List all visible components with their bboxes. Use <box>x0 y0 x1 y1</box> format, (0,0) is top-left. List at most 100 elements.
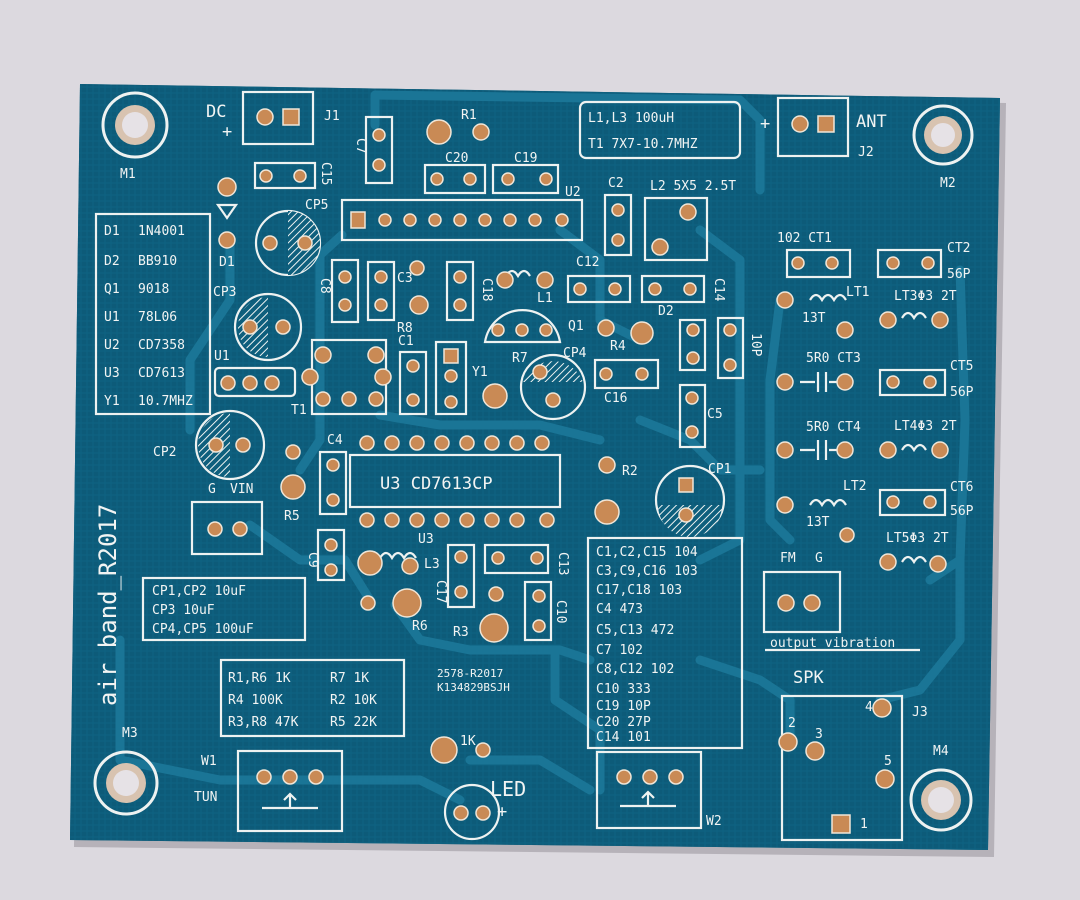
label-c10: C10 <box>553 600 568 624</box>
bom-semi-ref: D1 <box>104 224 120 239</box>
label-u3-chip: U3 CD7613CP <box>380 474 493 494</box>
label-fm-g: G <box>815 551 823 566</box>
bom-res-a: R4 100K <box>228 693 283 708</box>
bom-semi-value: CD7358 <box>138 338 185 353</box>
label-c13: C13 <box>555 552 570 576</box>
label-c18: C18 <box>479 278 494 302</box>
label-lt2: LT2 <box>843 479 867 494</box>
label-ant: ANT <box>856 112 887 132</box>
label-56p-a: 56P <box>947 267 971 282</box>
bom-semi-ref: U2 <box>104 338 120 353</box>
label-spk: SPK <box>793 668 824 688</box>
label-c17: C17 <box>433 580 448 604</box>
label-u3: U3 <box>418 532 434 547</box>
bom-ecap-line: CP1,CP2 10uF <box>152 584 246 599</box>
label-r3: R3 <box>453 625 469 640</box>
label-13t-b: 13T <box>806 515 830 530</box>
label-c1: C1 <box>398 334 414 349</box>
label-13t-a: 13T <box>802 311 826 326</box>
bom-cap-line: C17,C18 103 <box>596 583 683 598</box>
label-j3: J3 <box>912 705 928 720</box>
label-c12: C12 <box>576 255 600 270</box>
label-r1: R1 <box>461 108 477 123</box>
label-c19: C19 <box>514 151 538 166</box>
label-c5: C5 <box>707 407 723 422</box>
label-lt1: LT1 <box>846 285 870 300</box>
label-pin1: 1 <box>860 817 868 832</box>
label-u2: U2 <box>565 185 581 200</box>
bom-res-b: R5 22K <box>330 715 377 730</box>
label-m2: M2 <box>940 176 956 191</box>
label-w1: W1 <box>201 754 217 769</box>
label-c2: C2 <box>608 176 624 191</box>
label-ct2: CT2 <box>947 241 971 256</box>
bom-ecap-line: CP3 10uF <box>152 603 215 618</box>
label-1k: 1K <box>460 734 476 749</box>
label-pin2: 2 <box>788 716 796 731</box>
label-ct6: CT6 <box>950 480 974 495</box>
bom-semi-value: BB910 <box>138 254 178 269</box>
label-vin: VIN <box>230 482 254 497</box>
label-cp3: CP3 <box>213 285 237 300</box>
bom-cap-line: C3,C9,C16 103 <box>596 564 698 579</box>
label-output-vibration: output vibration <box>770 636 896 651</box>
label-m3: M3 <box>122 726 138 741</box>
bom-cap-line: C19 10P <box>596 699 651 714</box>
bom-ecap-line: CP4,CP5 100uF <box>152 622 254 637</box>
label-l2: L2 5X5 2.5T <box>650 179 737 194</box>
bom-semi-ref: D2 <box>104 254 120 269</box>
bom-res-a: R3,R8 47K <box>228 715 299 730</box>
label-q1: Q1 <box>568 319 584 334</box>
label-ct4: 5R0 CT4 <box>806 420 861 435</box>
bom-semi-value: CD7613 <box>138 366 185 381</box>
label-r8: R8 <box>397 321 413 336</box>
label-56p-c: 56P <box>950 504 974 519</box>
label-ct1: 102 CT1 <box>777 231 832 246</box>
label-d1: D1 <box>219 255 235 270</box>
label-cp2: CP2 <box>153 445 177 460</box>
bom-res-a: R1,R6 1K <box>228 671 291 686</box>
label-led-plus: + <box>497 802 508 822</box>
bom-cap-line: C4 473 <box>596 602 643 617</box>
bom-semi-value: 10.7MHZ <box>138 394 193 409</box>
bom-cap-line: C5,C13 472 <box>596 623 675 638</box>
label-d2: D2 <box>658 304 674 319</box>
label-w2: W2 <box>706 814 722 829</box>
bom-semi-ref: Y1 <box>104 394 120 409</box>
label-ct3: 5R0 CT3 <box>806 351 861 366</box>
label-lt5: LT5Φ3 2T <box>886 531 949 546</box>
label-tun: TUN <box>194 790 218 805</box>
serial-1: 2578-R2017 <box>437 667 504 680</box>
bom-cap-line: C1,C2,C15 104 <box>596 545 698 560</box>
bom-semi-ref: U3 <box>104 366 120 381</box>
label-r7: R7 <box>512 351 528 366</box>
label-c14: C14 <box>711 278 726 302</box>
serial-2: K134829BSJH <box>437 681 510 694</box>
label-lt4: LT4Φ3 2T <box>894 419 957 434</box>
label-c16: C16 <box>604 391 628 406</box>
label-c8: C8 <box>317 278 332 294</box>
label-u1: U1 <box>214 349 230 364</box>
bom-cap-line: C20 27P <box>596 715 651 730</box>
bom-res-b: R2 10K <box>330 693 377 708</box>
label-pin5: 5 <box>884 754 892 769</box>
label-cp4: CP4 <box>563 346 587 361</box>
label-cp5: CP5 <box>305 198 329 213</box>
label-pin4: 4 <box>865 700 873 715</box>
label-l3: L3 <box>424 557 440 572</box>
label-c7: C7 <box>353 138 368 154</box>
label-y1: Y1 <box>472 365 488 380</box>
label-r2: R2 <box>622 464 638 479</box>
label-10p: 10P <box>748 333 763 357</box>
label-g: G <box>208 482 216 497</box>
label-lt3: LT3Φ3 2T <box>894 289 957 304</box>
label-dc-plus: + <box>222 122 233 142</box>
bom-cap-line: C8,C12 102 <box>596 662 675 677</box>
bom-semi-value: 9018 <box>138 282 170 297</box>
label-56p-b: 56P <box>950 385 974 400</box>
label-cp1: CP1 <box>708 462 732 477</box>
label-r5: R5 <box>284 509 300 524</box>
label-dc: DC <box>206 102 227 122</box>
